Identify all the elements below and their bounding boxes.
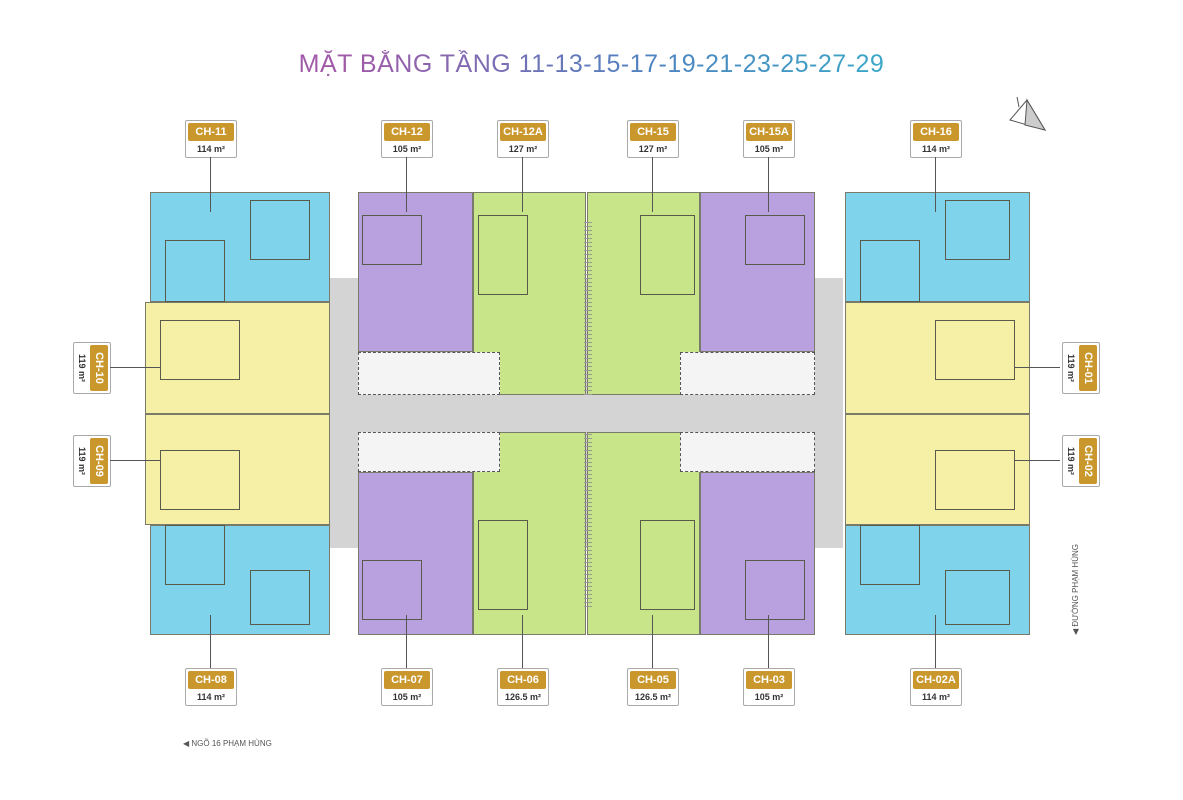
unit-ch-16: [845, 192, 1030, 302]
core: [358, 432, 500, 472]
room: [165, 240, 225, 302]
room: [860, 525, 920, 585]
unit-ch-07: [358, 472, 473, 635]
stair: [584, 220, 592, 395]
room: [250, 570, 310, 625]
room: [165, 525, 225, 585]
room: [745, 215, 805, 265]
page-title: MẶT BẰNG TẦNG 11-13-15-17-19-21-23-25-27…: [0, 50, 1183, 79]
room: [935, 320, 1015, 380]
room: [160, 320, 240, 380]
road-label-bottom: ◀ NGÕ 16 PHẠM HÙNG: [183, 739, 272, 748]
unit-ch-08: [150, 525, 330, 635]
room: [745, 560, 805, 620]
room: [160, 450, 240, 510]
room: [478, 215, 528, 295]
room: [362, 560, 422, 620]
room: [640, 215, 695, 295]
north-arrow-icon: [1009, 96, 1047, 131]
room: [935, 450, 1015, 510]
unit-ch-02: [845, 414, 1030, 525]
unit-ch-02a: [845, 525, 1030, 635]
stair: [584, 432, 592, 607]
unit-ch-09: [145, 414, 330, 525]
core: [358, 352, 500, 395]
room: [362, 215, 422, 265]
room: [860, 240, 920, 302]
road-label-right: ◀ ĐƯỜNG PHẠM HÙNG: [1070, 544, 1080, 635]
room: [640, 520, 695, 610]
room: [945, 570, 1010, 625]
core: [680, 352, 815, 395]
room: [945, 200, 1010, 260]
room: [250, 200, 310, 260]
unit-ch-12: [358, 192, 473, 352]
room: [478, 520, 528, 610]
unit-ch-15a: [700, 192, 815, 352]
unit-ch-11: [150, 192, 330, 302]
unit-ch-03: [700, 472, 815, 635]
core: [680, 432, 815, 472]
